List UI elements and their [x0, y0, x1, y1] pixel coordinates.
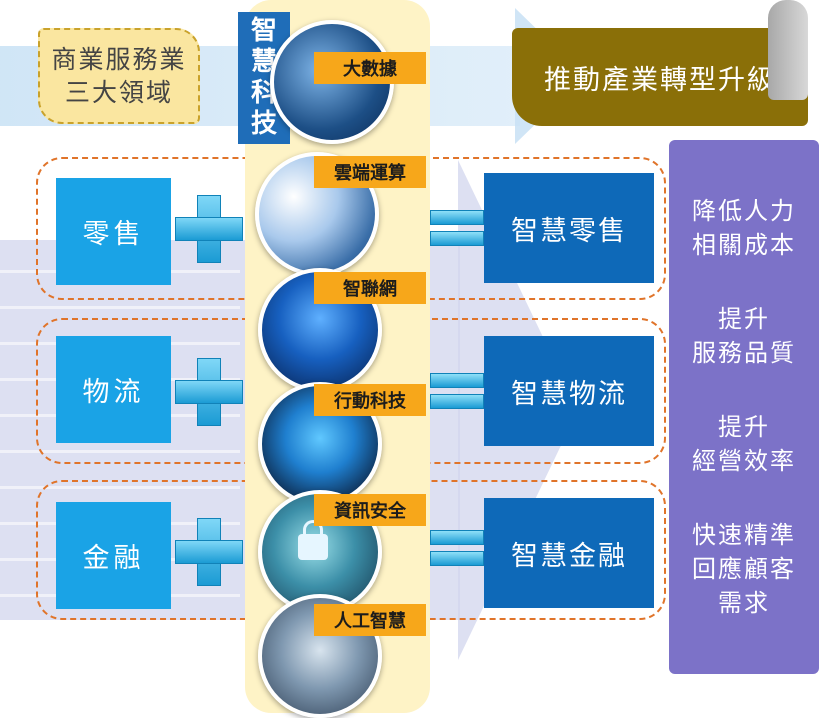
- person-figure-icon: [768, 0, 808, 100]
- plus-icon: [175, 518, 243, 586]
- tech-label-big-data: 大數據: [314, 52, 426, 84]
- benefit-reduce-cost: 降低人力 相關成本: [692, 197, 796, 259]
- equals-icon: [430, 210, 484, 246]
- benefit-customer-response: 快速精準 回應顧客 需求: [692, 521, 796, 617]
- result-smart-logistics: 智慧物流: [484, 336, 654, 446]
- domains-scroll: 商業服務業 三大領域: [38, 28, 200, 124]
- plus-icon: [175, 195, 243, 263]
- tech-label-mobile: 行動科技: [314, 384, 426, 416]
- tech-title-char: 技: [250, 109, 277, 139]
- goal-scroll: 推動產業轉型升級: [512, 28, 808, 126]
- benefits-panel: 降低人力 相關成本 提升 服務品質 提升 經營效率 快速精準 回應顧客 需求: [669, 140, 819, 674]
- goal-label: 推動產業轉型升級: [544, 64, 776, 96]
- tech-label-ai: 人工智慧: [314, 604, 426, 636]
- result-smart-finance: 智慧金融: [484, 498, 654, 608]
- benefit-service-quality: 提升 服務品質: [692, 305, 796, 367]
- benefit-efficiency: 提升 經營效率: [692, 413, 796, 475]
- sector-retail: 零售: [56, 178, 171, 285]
- domains-label-line2: 三大領域: [64, 78, 173, 107]
- tech-label-iot: 智聯網: [314, 272, 426, 304]
- result-smart-retail: 智慧零售: [484, 173, 654, 283]
- equals-icon: [430, 373, 484, 409]
- sector-logistics: 物流: [56, 336, 171, 443]
- tech-label-security: 資訊安全: [314, 494, 426, 526]
- sector-finance: 金融: [56, 502, 171, 609]
- plus-icon: [175, 358, 243, 426]
- equals-icon: [430, 530, 484, 566]
- domains-label-line1: 商業服務業: [51, 45, 187, 74]
- tech-title-char: 智: [250, 16, 277, 46]
- tech-label-cloud: 雲端運算: [314, 156, 426, 188]
- lock-icon: [298, 520, 328, 560]
